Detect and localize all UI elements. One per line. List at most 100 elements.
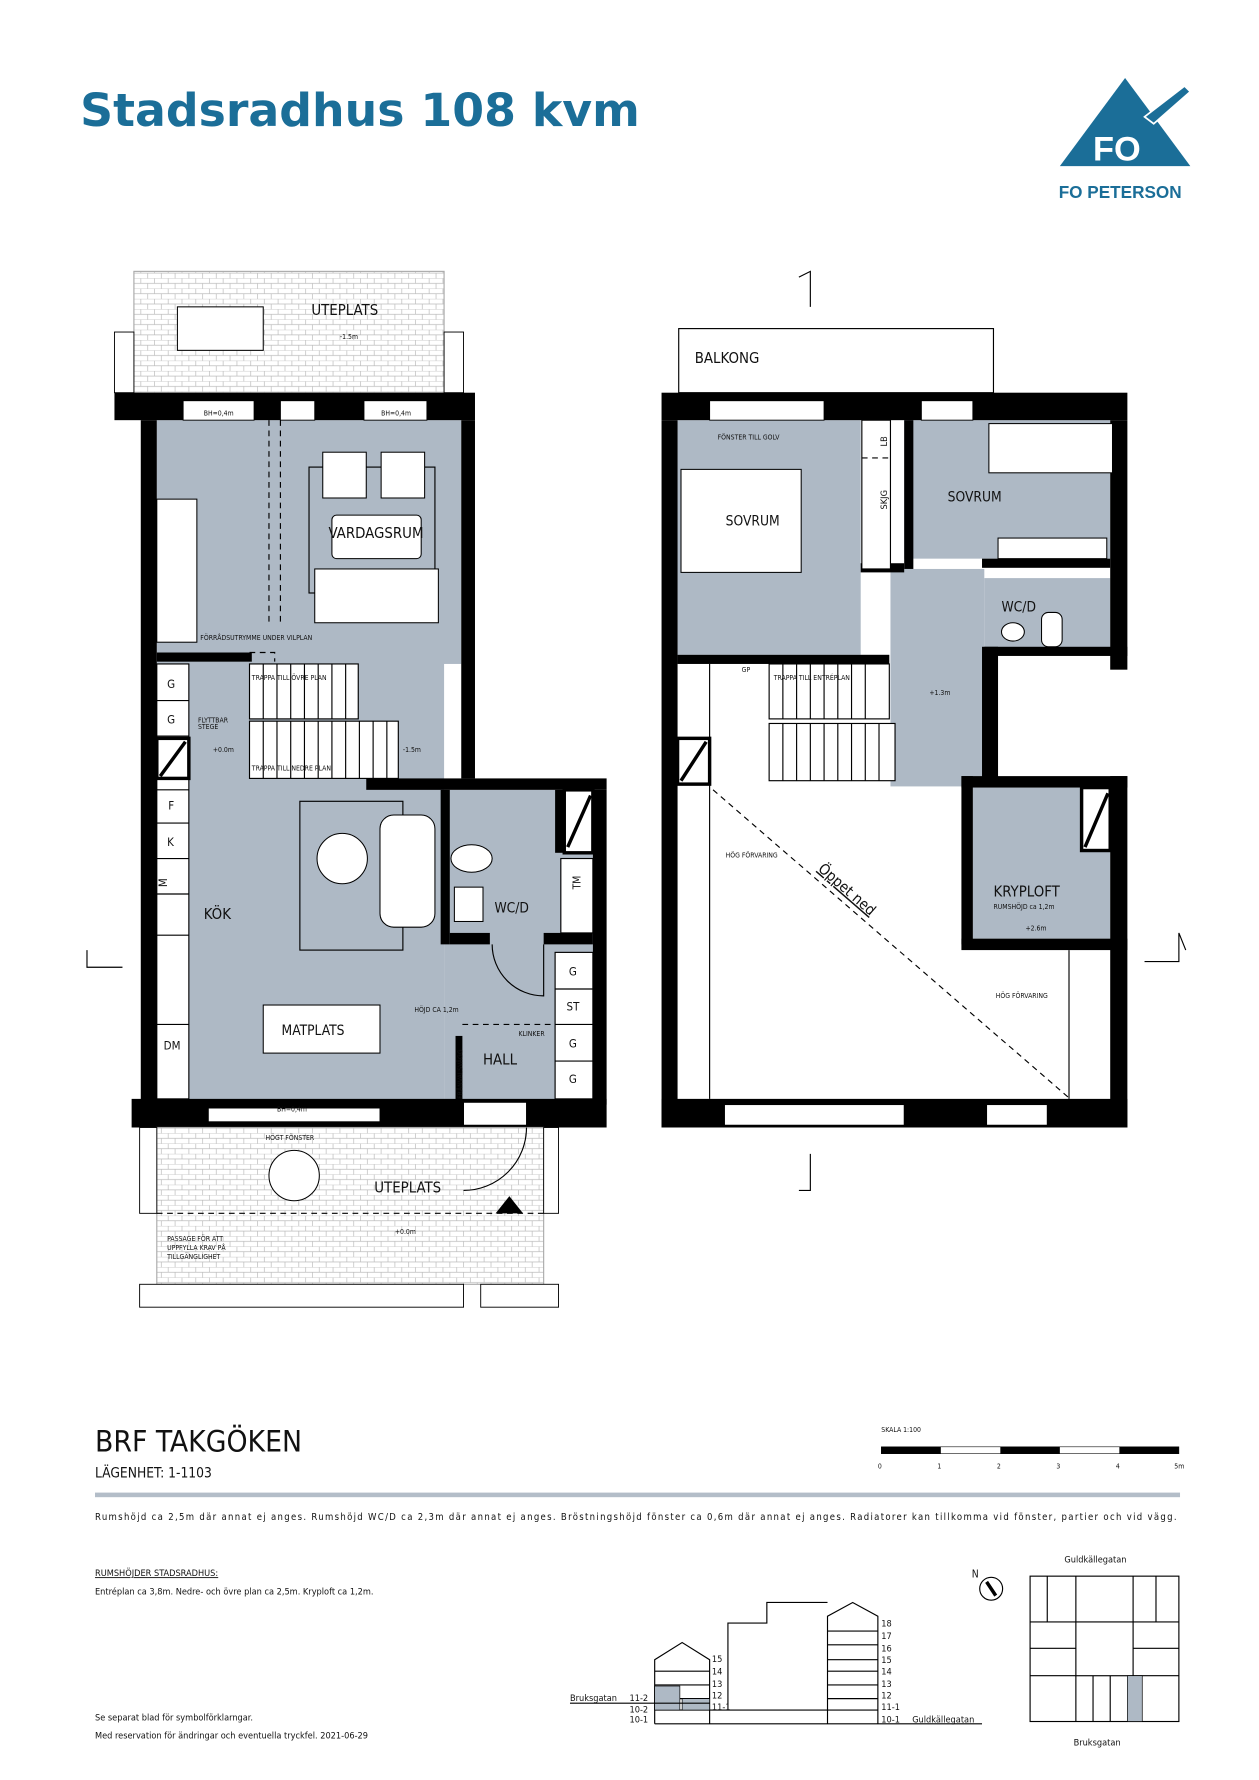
- north-label: N: [972, 1568, 979, 1580]
- level-label: 17: [881, 1632, 891, 1642]
- label-bh-left: BH=0,4m: [204, 410, 234, 418]
- label-uteplats-bottom: UTEPLATS: [374, 1179, 441, 1197]
- dining-table: [262, 1004, 381, 1054]
- fo-peterson-logo: FO FO PETERSON: [1059, 77, 1192, 202]
- label-lb: LB: [880, 436, 890, 447]
- label-flyttbar: FLYTTBAR: [198, 716, 229, 724]
- street-top-label: Guldkällegatan: [1064, 1555, 1126, 1565]
- level-label: 15: [881, 1656, 891, 1666]
- label-passage-3: TILLGÄNGLIGHET: [166, 1252, 220, 1261]
- scale-tick: 5m: [1174, 1463, 1184, 1471]
- label-hog-forvaring-right: HÖG FÖRVARING: [996, 991, 1048, 1000]
- label-wcd-upper: WC/D: [1001, 599, 1036, 615]
- level-label: 16: [881, 1645, 891, 1655]
- project-name: BRF TAKGÖKEN: [95, 1423, 302, 1459]
- label-tm: TM: [571, 876, 583, 891]
- label-hojd: HÖJD CA 1,2m: [414, 1005, 458, 1014]
- level-label: 12: [712, 1692, 722, 1702]
- level-landing: +1.3m: [929, 689, 950, 697]
- street-bottom-label: Bruksgatan: [1074, 1739, 1121, 1749]
- level-label: 12: [881, 1692, 891, 1702]
- label-forrad: FÖRRÅDSUTRYMME UNDER VILPLAN: [200, 633, 312, 642]
- level-label: 13: [881, 1680, 891, 1690]
- heights-heading: RUMSHÖJDER STADSRADHUS:: [95, 1568, 218, 1579]
- general-note: Rumshöjd ca 2,5m där annat ej anges. Rum…: [95, 1512, 1177, 1523]
- unit-dm: DM: [164, 1039, 181, 1053]
- footer-symbols-note: Se separat blad för symbolförklarngar.: [95, 1713, 253, 1723]
- level-label: 10-1: [630, 1716, 649, 1726]
- lower-floor-plan: UTEPLATS -1.5m BH=0,4m BH=0,4m VARDAGSRU…: [113, 270, 607, 1308]
- level-label: 15: [712, 1655, 722, 1665]
- label-franvalsvagg: FRÅNVALSVÄGG: [455, 1049, 464, 1099]
- label-hall: HALL: [483, 1051, 518, 1069]
- label-bh-right: BH=0,4m: [381, 410, 411, 418]
- street-label-guldkallegatan: Guldkällegatan: [912, 1716, 974, 1726]
- outdoor-table: [176, 306, 264, 351]
- label-bh-bottom: BH=0,4m: [277, 1105, 307, 1113]
- footer-reservation-note: Med reservation för ändringar och eventu…: [95, 1732, 368, 1742]
- apartment-highlight: [1127, 1675, 1143, 1722]
- scale-tick: 3: [1056, 1463, 1060, 1471]
- scale-tick: 1: [937, 1463, 941, 1471]
- level-label: 10-1: [881, 1716, 900, 1726]
- label-sovrum-1: SOVRUM: [726, 513, 780, 529]
- unit-f: F: [168, 798, 174, 812]
- staircase: [248, 663, 399, 779]
- label-trappa-ovre: TRAPPA TILL ÖVRE PLAN: [251, 673, 327, 682]
- balkong: [678, 328, 995, 394]
- label-skjg: SKJG: [880, 490, 890, 509]
- unit-k: K: [167, 835, 174, 849]
- label-klinker: KLINKER: [518, 1030, 545, 1038]
- scale-label: SKALA 1:100: [881, 1426, 921, 1434]
- brand-name: FO PETERSON: [1059, 182, 1182, 202]
- closet-g-2: G: [569, 1036, 577, 1050]
- closet-g-1: G: [569, 964, 577, 978]
- uteplats-bottom: [156, 1126, 545, 1285]
- level-entry: +0.0m: [213, 746, 234, 754]
- apartment-number: LÄGENHET: 1-1103: [95, 1464, 212, 1482]
- heights-text: Entréplan ca 3,8m. Nedre- och övre plan …: [95, 1586, 374, 1597]
- unit-m: M: [156, 878, 170, 887]
- level-label: 10-2: [630, 1705, 649, 1715]
- scale-tick: 4: [1116, 1463, 1120, 1471]
- level-label: 11-1: [881, 1703, 900, 1713]
- level-label: 11-1: [712, 1703, 731, 1713]
- label-hogt-fonster: HÖGT FÖNSTER: [266, 1133, 315, 1142]
- section-diagram: 15 14 13 12 11-1 11-2 10-2 10-1 Bruksgat…: [569, 1601, 983, 1726]
- label-kryploft-height: RUMSHÖJD ca 1,2m: [993, 902, 1054, 911]
- label-matplats: MATPLATS: [282, 1023, 345, 1039]
- single-bed: [988, 423, 1114, 474]
- label-vardagsrum: VARDAGSRUM: [328, 524, 423, 542]
- level-label: 11-2: [630, 1694, 649, 1704]
- page-title: Stadsradhus 108 kvm: [80, 84, 640, 137]
- level-label: 18: [881, 1620, 891, 1630]
- scale-tick: 0: [878, 1463, 882, 1471]
- title-block: BRF TAKGÖKEN LÄGENHET: 1-1103 SKALA 1:10…: [94, 1423, 1184, 1742]
- label-balkong: BALKONG: [695, 349, 760, 367]
- label-sovrum-2: SOVRUM: [948, 489, 1002, 505]
- level-label: 14: [712, 1668, 722, 1678]
- level-label: 14: [881, 1668, 891, 1678]
- label-oppet-ned: Öppet ned: [815, 859, 880, 919]
- unit-g-2: G: [167, 712, 175, 726]
- double-bed: [680, 468, 802, 573]
- entrance-marker-icon: [495, 1196, 524, 1214]
- upper-floor-plan: BALKONG FÖNSTER TILL GOLV SOVRUM LB SKJG…: [661, 328, 1128, 1128]
- closet-g-3: G: [569, 1072, 577, 1086]
- label-kryploft: KRYPLOFT: [993, 882, 1060, 900]
- label-kok: KÖK: [204, 905, 232, 923]
- label-uteplats-top: UTEPLATS: [311, 301, 378, 319]
- level-kryploft: +2.6m: [1026, 925, 1047, 933]
- label-fonster-till-golv: FÖNSTER TILL GOLV: [718, 433, 781, 442]
- level-living: -1.5m: [403, 746, 421, 754]
- level-uteplats-top: -1.5m: [340, 333, 358, 341]
- label-hog-forvaring-left: HÖG FÖRVARING: [726, 850, 778, 859]
- level-label: 13: [712, 1680, 722, 1690]
- section-markers: [86, 270, 1187, 1192]
- label-trappa-entre: TRAPPA TILL ENTRÉPLAN: [773, 673, 851, 682]
- unit-g-1: G: [167, 677, 175, 691]
- key-map: N Guldkällegatan Bruksgatan: [972, 1555, 1180, 1749]
- closet-st: ST: [567, 1000, 581, 1014]
- street-label-bruksgatan: Bruksgatan: [570, 1694, 617, 1704]
